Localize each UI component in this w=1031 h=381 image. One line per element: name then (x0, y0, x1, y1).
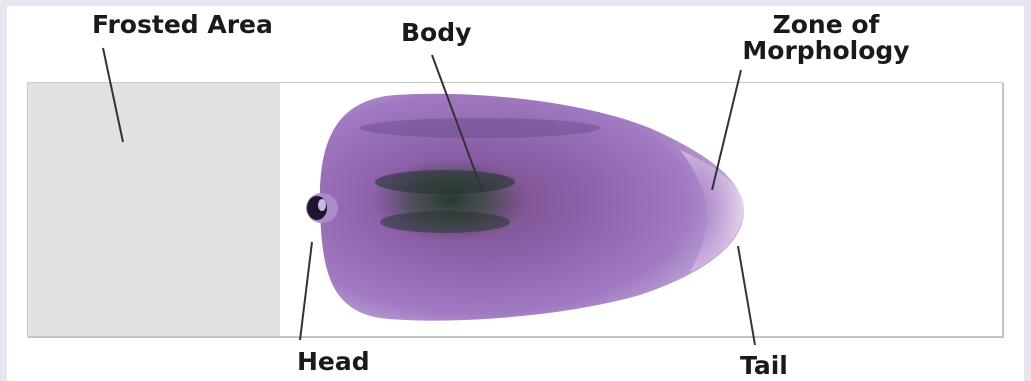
label-frosted-area: Frosted Area (92, 12, 273, 38)
label-tail: Tail (740, 353, 788, 379)
label-zone-of-morphology: Zone of Morphology (726, 12, 926, 65)
smear-top-shadow (360, 118, 600, 138)
leader-line-frosted-area (103, 48, 123, 142)
smear-dark-streak-bottom (380, 211, 510, 233)
smear-dark-streak-top (375, 170, 515, 194)
leader-line-tail (738, 246, 755, 345)
leader-line-zone-of-morphology (712, 70, 741, 190)
label-head: Head (297, 349, 370, 375)
label-body: Body (401, 20, 471, 46)
smear-head-drop-highlight (318, 199, 326, 211)
leader-line-head (300, 242, 312, 340)
